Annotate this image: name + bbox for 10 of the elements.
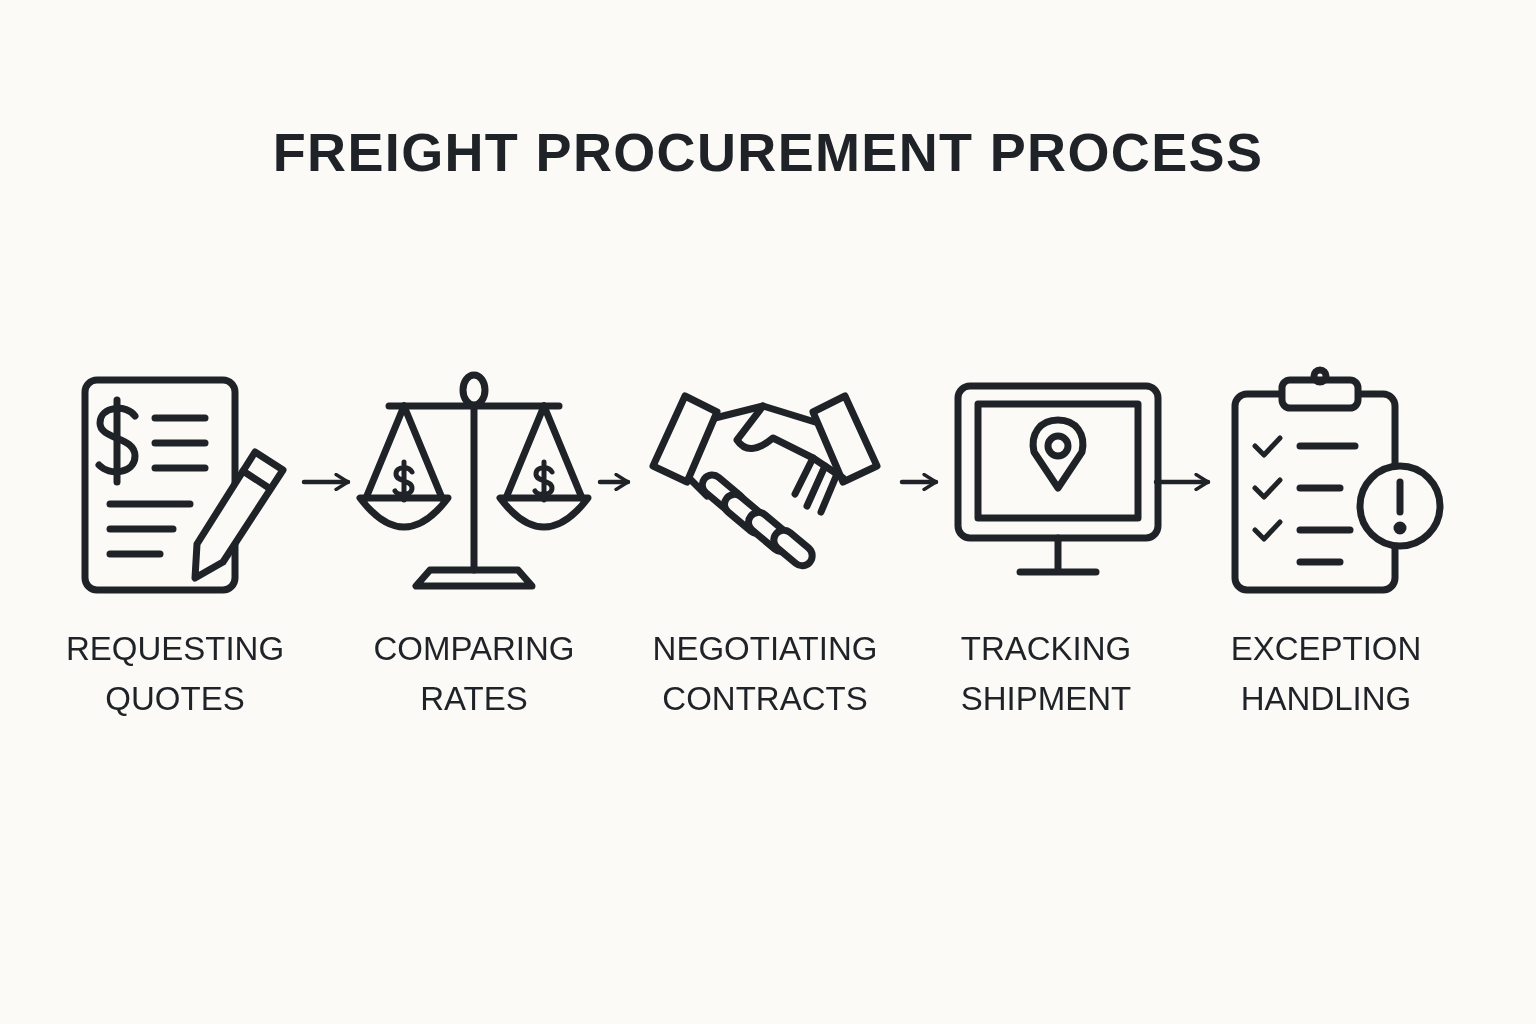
step-label: NEGOTIATING CONTRACTS (651, 629, 879, 719)
step-label: TRACKING SHIPMENT (959, 629, 1133, 719)
arrow (1153, 472, 1211, 492)
step-label: REQUESTING QUOTES (64, 629, 286, 719)
arrow (301, 472, 351, 492)
arrow (899, 472, 939, 492)
step-label: COMPARING RATES (372, 629, 576, 719)
diagram-title: FREIGHT PROCUREMENT PROCESS (272, 122, 1264, 182)
step-label: EXCEPTION HANDLING (1229, 629, 1423, 719)
arrow (597, 472, 631, 492)
